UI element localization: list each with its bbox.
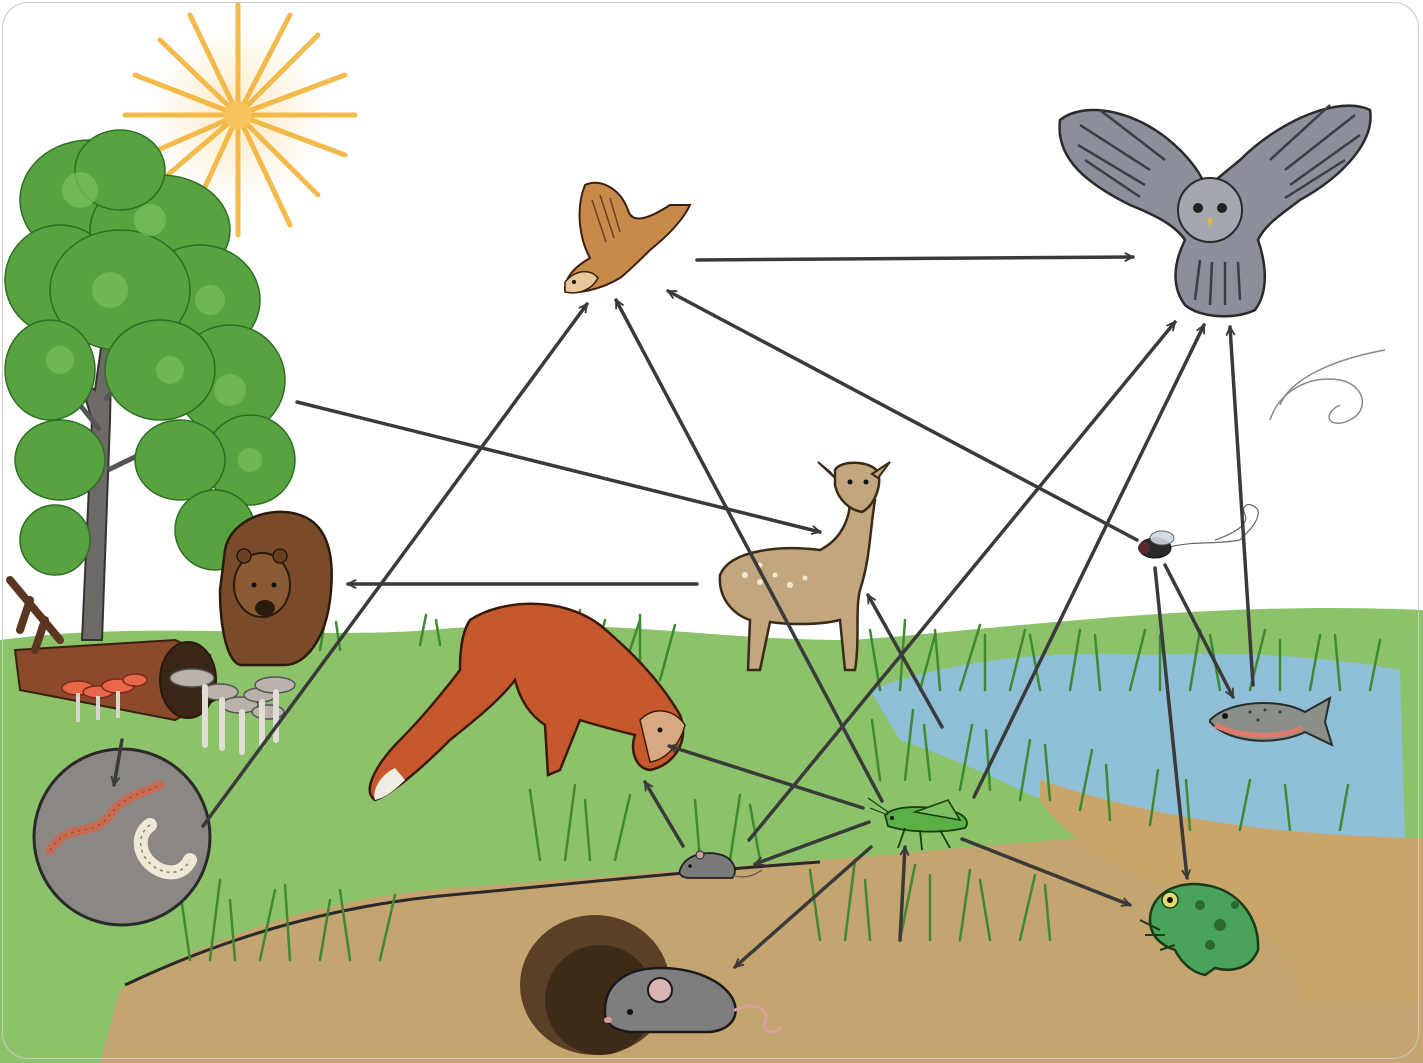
arrow-songbird-to-owl [697, 257, 1133, 260]
arrow-fly-to-songbird [668, 291, 1137, 540]
owl-icon [1060, 105, 1371, 316]
worm-larva-icon [34, 749, 210, 925]
songbird-icon [565, 183, 690, 293]
arrow-tree-to-deer [297, 402, 820, 532]
bear-icon [220, 512, 332, 665]
